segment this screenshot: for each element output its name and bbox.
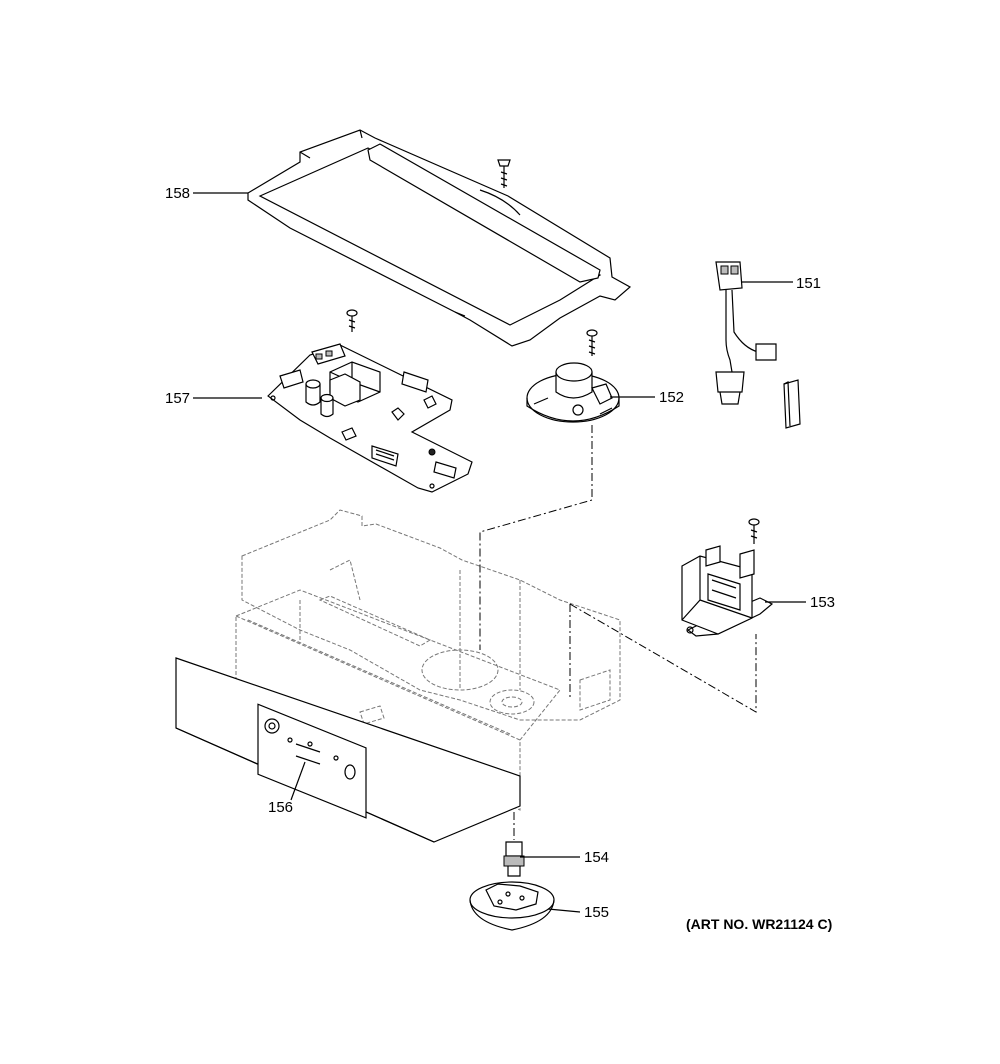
callout-155: 155 [584,904,609,921]
part-152-motor-assembly [526,362,620,423]
callout-152: 152 [659,389,684,406]
part-154-sensor [503,841,525,877]
assembly-lines [479,425,757,840]
art-number: (ART NO. WR21124 C) [686,916,832,932]
screw-icon [586,329,598,356]
part-153-transformer [681,545,774,637]
callout-153: 153 [810,594,835,611]
part-155-base-cup [469,881,555,931]
callout-154: 154 [584,849,609,866]
screw-icon [748,518,760,544]
callout-156: 156 [268,799,293,816]
callout-151: 151 [796,275,821,292]
part-156-control-panel [175,657,521,843]
housing-outline [235,509,621,811]
callout-157: 157 [165,390,190,407]
callout-158: 158 [165,185,190,202]
screw-icon [497,159,511,188]
part-158-cover-panel [247,129,632,347]
part-151-wire-harness [715,261,801,429]
part-157-control-board [267,343,473,493]
leader-lines [193,192,806,913]
screw-icon [346,309,358,332]
